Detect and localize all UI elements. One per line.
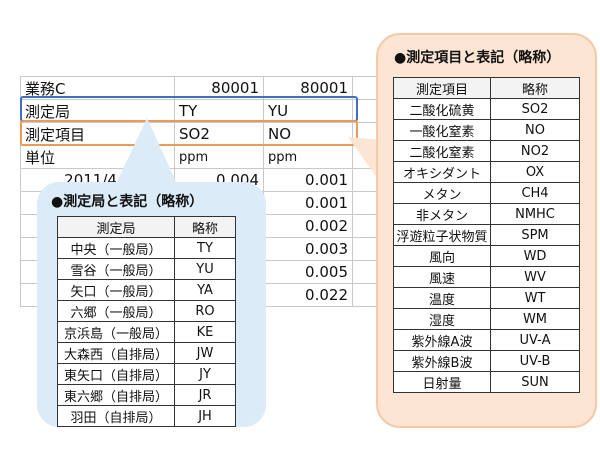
items-code-cell: WT (490, 287, 580, 309)
items-code-cell: WD (490, 245, 580, 267)
items-name-cell: 浮遊粒子状物質 (393, 224, 491, 246)
sheet-cell[interactable]: 0.022 (263, 283, 353, 307)
stations-code-cell: RO (174, 300, 236, 322)
items-name-cell: 風向 (393, 245, 491, 267)
stations-name-cell: 京浜島（一般局） (57, 321, 175, 343)
stations-code-cell: JH (174, 405, 236, 427)
sheet-cell[interactable]: ppm (174, 145, 264, 169)
stations-name-cell: 六郷（一般局） (57, 300, 175, 322)
sheet-cell[interactable]: SO2 (174, 122, 264, 146)
stations-row: 東六郷（自排局）JR (57, 384, 236, 406)
items-name-cell: 二酸化硫黄 (393, 98, 491, 120)
stations-code-cell: YU (174, 258, 236, 280)
item-row-highlight (20, 120, 358, 146)
stations-code-cell: YA (174, 279, 236, 301)
stations-name-cell: 中央（一般局） (57, 237, 175, 259)
items-header-row: 測定項目略称 (393, 77, 580, 99)
items-code-cell: CH4 (490, 182, 580, 204)
sheet-cell[interactable]: 0.001 (263, 168, 353, 192)
item-legend-title: ●測定項目と表記（略称） (394, 50, 561, 66)
items-name-cell: オキシダント (393, 161, 491, 183)
stations-code-cell: TY (174, 237, 236, 259)
sheet-cell[interactable]: 0.003 (263, 237, 353, 261)
stations-name-cell: 東六郷（自排局） (57, 384, 175, 406)
items-name-cell: 温度 (393, 287, 491, 309)
stations-code-cell: JW (174, 342, 236, 364)
stations-header-row: 測定局略称 (57, 216, 236, 238)
stations-row: 中央（一般局）TY (57, 237, 236, 259)
items-name-cell: 紫外線A波 (393, 329, 491, 351)
items-code-cell: OX (490, 161, 580, 183)
items-name-cell: 湿度 (393, 308, 491, 330)
items-code-cell: UV-B (490, 350, 580, 372)
items-code-cell: NO2 (490, 140, 580, 162)
sheet-cell[interactable]: ppm (263, 145, 353, 169)
items-name-cell: 非メタン (393, 203, 491, 225)
stations-header-cell: 略称 (174, 216, 236, 238)
stations-row: 大森西（自排局）JW (57, 342, 236, 364)
items-name-cell: 二酸化窒素 (393, 140, 491, 162)
items-code-cell: WV (490, 266, 580, 288)
stations-name-cell: 東矢口（自排局） (57, 363, 175, 385)
stations-row: 六郷（一般局）RO (57, 300, 236, 322)
stations-name-cell: 羽田（自排局） (57, 405, 175, 427)
items-code-cell: UV-A (490, 329, 580, 351)
stations-row: 雪谷（一般局）YU (57, 258, 236, 280)
stations-row: 矢口（一般局）YA (57, 279, 236, 301)
stations-code-cell: KE (174, 321, 236, 343)
items-name-cell: 風速 (393, 266, 491, 288)
items-header-cell: 略称 (490, 77, 580, 99)
stations-row: 京浜島（一般局）KE (57, 321, 236, 343)
stations-name-cell: 雪谷（一般局） (57, 258, 175, 280)
items-code-cell: WM (490, 308, 580, 330)
items-code-cell: NO (490, 119, 580, 141)
sheet-cell[interactable]: 0.001 (263, 191, 353, 215)
items-code-cell: SPM (490, 224, 580, 246)
sheet-cell[interactable]: YU (263, 99, 353, 123)
items-code-cell: SO2 (490, 98, 580, 120)
items-code-cell: SUN (490, 371, 580, 393)
stations-header-cell: 測定局 (57, 216, 175, 238)
items-name-cell: 一酸化窒素 (393, 119, 491, 141)
items-code-cell: NMHC (490, 203, 580, 225)
stations-row: 東矢口（自排局）JY (57, 363, 236, 385)
stations-name-cell: 大森西（自排局） (57, 342, 175, 364)
items-name-cell: メタン (393, 182, 491, 204)
stations-code-cell: JR (174, 384, 236, 406)
sheet-cell[interactable]: 0.005 (263, 260, 353, 284)
items-name-cell: 紫外線B波 (393, 350, 491, 372)
stations-row: 羽田（自排局）JH (57, 405, 236, 427)
stations-code-cell: JY (174, 363, 236, 385)
items-name-cell: 日射量 (393, 371, 491, 393)
items-header-cell: 測定項目 (393, 77, 491, 99)
stations-name-cell: 矢口（一般局） (57, 279, 175, 301)
station-legend-title: ●測定局と表記（略称） (51, 194, 204, 210)
